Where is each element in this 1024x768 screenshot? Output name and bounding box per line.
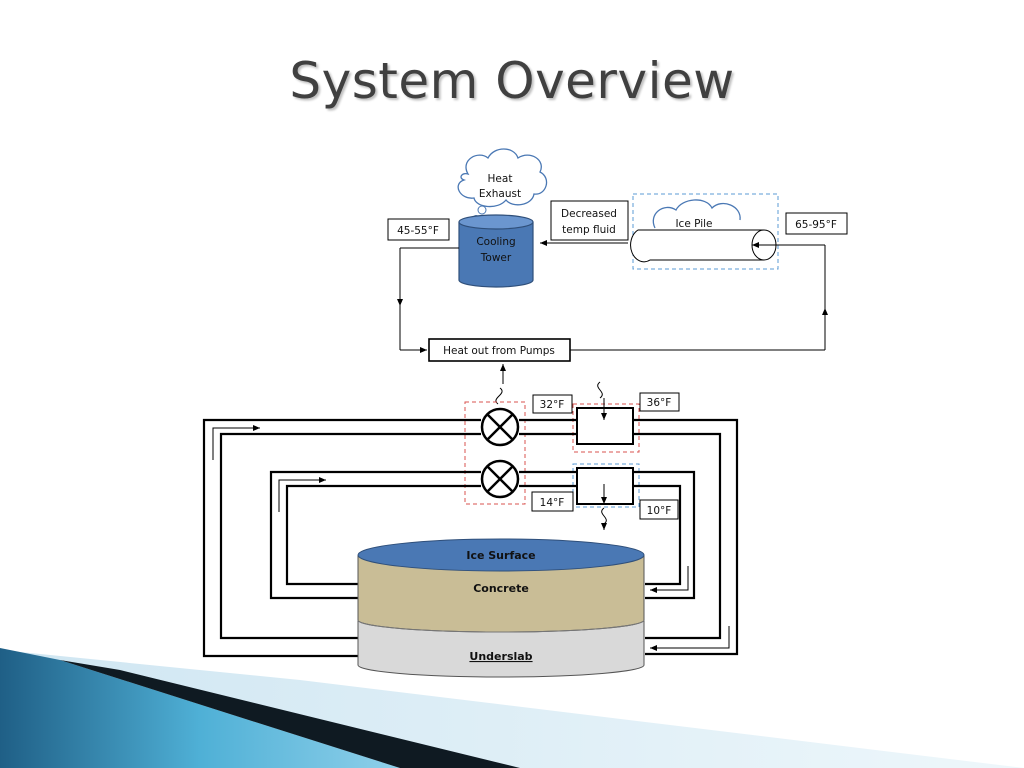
hx-top-dashed-box [572,403,640,453]
slide-title: System Overview [289,52,735,110]
heat-exhaust-label-1: Heat [488,173,513,185]
temp-32-label: 32°F [540,399,565,411]
temp-14-box: 14°F [531,491,574,512]
cooling-tower: Cooling Tower [458,214,534,288]
outer-loop-pipes [202,418,739,658]
decreased-fluid-label-2: temp fluid [562,224,616,236]
valve-bottom [480,459,520,499]
heat-exhaust-label-2: Exhaust [479,188,521,200]
loop-flow-arrows [212,425,730,651]
decreased-fluid-label-1: Decreased [561,208,617,220]
pumps-box: Heat out from Pumps [428,338,571,362]
upper-loop-lines [397,240,828,405]
heat-exchanger-bottom [576,467,634,505]
concrete-label: Concrete [473,582,529,595]
temp-in-label: 65-95°F [795,219,837,231]
ice-surface-label: Ice Surface [466,549,535,562]
temp-10-box: 10°F [639,499,679,520]
underslab-label: Underslab [469,650,532,663]
heat-exchanger-top [576,407,634,445]
decreased-fluid-box: Decreased temp fluid [550,200,629,241]
temp-out-label: 45-55°F [397,225,439,237]
ice-pile-label: Ice Pile [675,218,712,230]
temp-in-box: 65-95°F [785,212,848,235]
corner-decoration [0,648,1024,768]
temp-out-box: 45-55°F [387,218,450,241]
temp-32-box: 32°F [532,394,573,414]
temp-10-label: 10°F [647,505,672,517]
valves-dashed-box [464,401,526,505]
heat-exhaust-cloud: Heat Exhaust [457,148,548,221]
cooling-tower-label-2: Tower [480,252,512,264]
rink-cylinder: Ice Surface Concrete Underslab [357,538,645,678]
heat-flow-squiggles [597,381,607,530]
temp-36-label: 36°F [647,397,672,409]
cooling-tower-label-1: Cooling [476,236,515,248]
temp-36-box: 36°F [639,392,680,412]
ice-pile: Ice Pile [630,193,779,270]
pumps-label: Heat out from Pumps [443,345,555,357]
temp-14-label: 14°F [540,497,565,509]
valve-top [480,407,520,447]
